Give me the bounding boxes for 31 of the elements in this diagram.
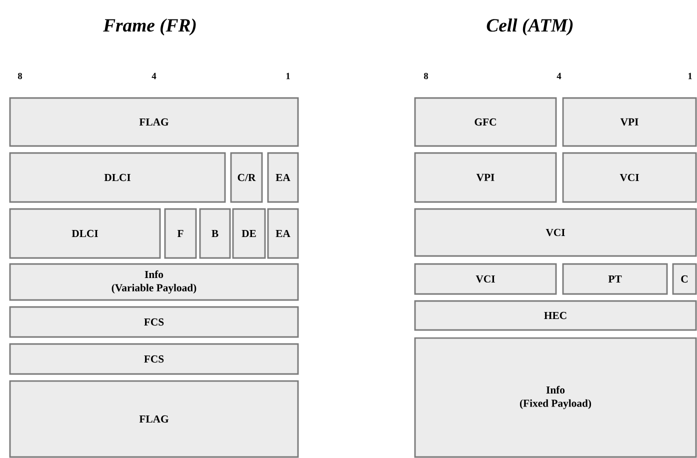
field-box: FLAG [9, 97, 299, 147]
field-box: EA [267, 208, 299, 259]
bit-number: 8 [18, 72, 22, 80]
heading: Frame (FR) [103, 18, 196, 36]
heading: Cell (ATM) [486, 18, 573, 36]
field-box: DE [232, 208, 266, 259]
field-box: VCI [414, 208, 697, 257]
field-box: VPI [562, 97, 697, 147]
field-box: Info (Variable Payload) [9, 263, 299, 301]
field-box: FLAG [9, 380, 299, 458]
field-box: HEC [414, 300, 697, 331]
field-box: DLCI [9, 152, 226, 203]
field-box: FCS [9, 343, 299, 375]
field-box: F [164, 208, 197, 259]
field-box: EA [267, 152, 299, 203]
field-box: B [199, 208, 231, 259]
field-box: Info (Fixed Payload) [414, 337, 697, 458]
bit-number: 1 [688, 72, 692, 80]
field-box: C/R [230, 152, 263, 203]
field-box: VPI [414, 152, 557, 203]
field-box: DLCI [9, 208, 161, 259]
field-box: GFC [414, 97, 557, 147]
bit-number: 4 [152, 72, 156, 80]
field-box: PT [562, 263, 668, 295]
bit-number: 4 [556, 72, 562, 80]
bit-number: 8 [424, 72, 428, 80]
field-box: VCI [414, 263, 557, 295]
field-box: VCI [562, 152, 697, 203]
field-box: C [672, 263, 697, 295]
field-box: FCS [9, 306, 299, 338]
bit-number: 1 [286, 72, 290, 80]
